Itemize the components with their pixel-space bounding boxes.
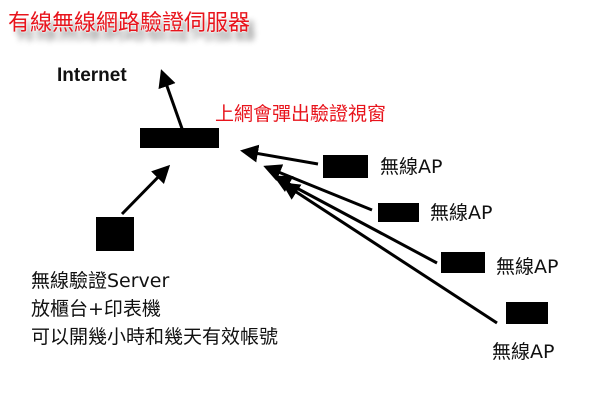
arrow-gateway-to-internet <box>158 69 187 138</box>
ap-box-3 <box>441 252 485 273</box>
diagram-title: 有線無線網路驗證伺服器 <box>8 11 251 36</box>
ap-box-2 <box>378 203 419 222</box>
arrow-server-to-gateway <box>120 164 171 216</box>
server-line-1: 無線驗證Server <box>31 270 170 292</box>
server-line-3: 可以開幾小時和幾天有效帳號 <box>31 326 279 348</box>
arrow-ap3 <box>273 175 438 265</box>
gateway-box <box>140 128 219 148</box>
arrow-ap1 <box>240 144 319 166</box>
gateway-note: 上網會彈出驗證視窗 <box>215 103 387 125</box>
ap-label-3: 無線AP <box>496 256 559 278</box>
arrow-ap2 <box>263 164 373 212</box>
ap-box-1 <box>323 155 368 178</box>
ap-box-4 <box>506 302 548 324</box>
ap-label-2: 無線AP <box>430 202 493 224</box>
server-line-2: 放櫃台+印表機 <box>31 298 161 320</box>
internet-label: Internet <box>57 65 127 86</box>
ap-label-4: 無線AP <box>492 341 555 363</box>
server-box <box>96 217 134 251</box>
arrow-ap4 <box>281 182 498 325</box>
ap-label-1: 無線AP <box>380 156 443 178</box>
